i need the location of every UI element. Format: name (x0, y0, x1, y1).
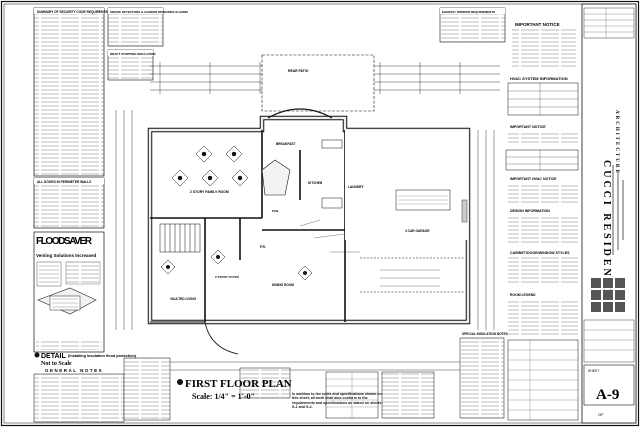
general-notes-title: GENERAL NOTES (45, 368, 103, 373)
room-label-garage: 3 CAR GARAGE (405, 229, 429, 233)
room-label-family-room: 2 STORY FAMILY ROOM (190, 190, 229, 194)
plan-title-text: FIRST FLOOR PLAN (185, 378, 292, 390)
title-block: ARCHITECTURE CUCCI RESIDENCE SHEET A-9 O… (581, 3, 637, 424)
special-notes-title: SPECIAL INSULATION NOTES (462, 332, 508, 336)
room-label-dining: DINING ROOM (272, 283, 294, 287)
room-label-powder: P.R. (260, 245, 266, 249)
floodsaver-subtitle: Venting Solutions Increased (36, 253, 97, 258)
design-info-title: DESIGN INFORMATION (510, 209, 550, 213)
sheet-label: SHEET (588, 369, 599, 373)
detail-subtitle: (installing insulation flood protection) (68, 354, 137, 358)
bottom-general-note: In addition to the notes and specificati… (292, 392, 382, 410)
important-notice-title: IMPORTANT NOTICE (515, 22, 560, 27)
top-center-notes: SMOKE DETECTORS & CARBON MONOXIDE ALARMS… (107, 7, 506, 81)
note-title-draft: DRAFT STOPPING INSULATION (110, 52, 155, 56)
room-label-rear-patio: REAR PATIO (288, 69, 309, 73)
breakfast-bay (267, 108, 333, 119)
floor-plan: REAR PATIO 3 CAR GARAGE 2 STORY FAMILY R… (115, 54, 500, 371)
firm-logo (591, 278, 625, 312)
room-label-kitchen: KITCHEN (308, 181, 323, 185)
note-title-egress: EGRESS / WINDOW REQUIREMENTS (442, 10, 495, 14)
note-title-security: SUMMARY OF SECURITY CODE REQUIREMENTS (37, 10, 112, 14)
detail-label: DETAIL (installing insulation flood prot… (33, 352, 137, 423)
room-label-living: VAULTED LIVING (170, 297, 197, 301)
project-name: CUCCI RESIDENCE (601, 160, 612, 299)
kitchen-island (261, 159, 291, 196)
garage-area (345, 130, 468, 240)
ceiling-fixtures-front (160, 249, 313, 281)
leader-notes (299, 219, 440, 287)
sheet-number: A-9 (596, 387, 619, 403)
left-notes-column: SUMMARY OF SECURITY CODE REQUIREMENTS AL… (33, 7, 112, 229)
room-label-breakfast: BREAKFAST (276, 142, 296, 146)
room-label-pantry: PAN. (272, 209, 279, 213)
right-notes-column: IMPORTANT NOTICE HVAC SYSTEM INFORMATION… (505, 22, 579, 421)
window-styles-title: CABINET/DOOR/WINDOW STYLES (510, 251, 570, 255)
room-label-laundry: LAUNDRY (348, 185, 364, 189)
room-legend-title: ROOM LEGEND (510, 293, 536, 297)
floodsaver-brand: FLOODSAVER (36, 236, 93, 247)
firm-name: ARCHITECTURE (614, 110, 619, 175)
sheet-of: OF (598, 412, 604, 417)
rear-patio (261, 54, 375, 112)
front-porch (204, 321, 239, 355)
staircase (159, 223, 201, 253)
hvac-notice-title: IMPORTANT NOTICE (510, 125, 546, 129)
ceiling-fixtures (171, 145, 249, 187)
plan-scale: Scale: 1/4" = 1'-0" (192, 392, 255, 401)
note-title-doors: ALL DOORS IN PERIMETER WALLS (37, 180, 91, 184)
room-label-foyer: 2 STORY FOYER (215, 275, 240, 279)
hvac-notice-2-title: IMPORTANT HVAC NOTICE (510, 177, 557, 181)
bottom-notes: SPECIAL INSULATION NOTES (123, 332, 508, 421)
hvac-info-title: HVAC SYSTEM INFORMATION (510, 76, 568, 81)
floodsaver-detail: FLOODSAVER Venting Solutions Increased (33, 231, 105, 353)
plan-title: FIRST FLOOR PLAN Scale: 1/4" = 1'-0" (177, 378, 292, 401)
detail-title: DETAIL (41, 353, 66, 360)
note-title-smoke: SMOKE DETECTORS & CARBON MONOXIDE ALARMS (110, 10, 188, 14)
detail-scale: Not to Scale (41, 361, 72, 367)
